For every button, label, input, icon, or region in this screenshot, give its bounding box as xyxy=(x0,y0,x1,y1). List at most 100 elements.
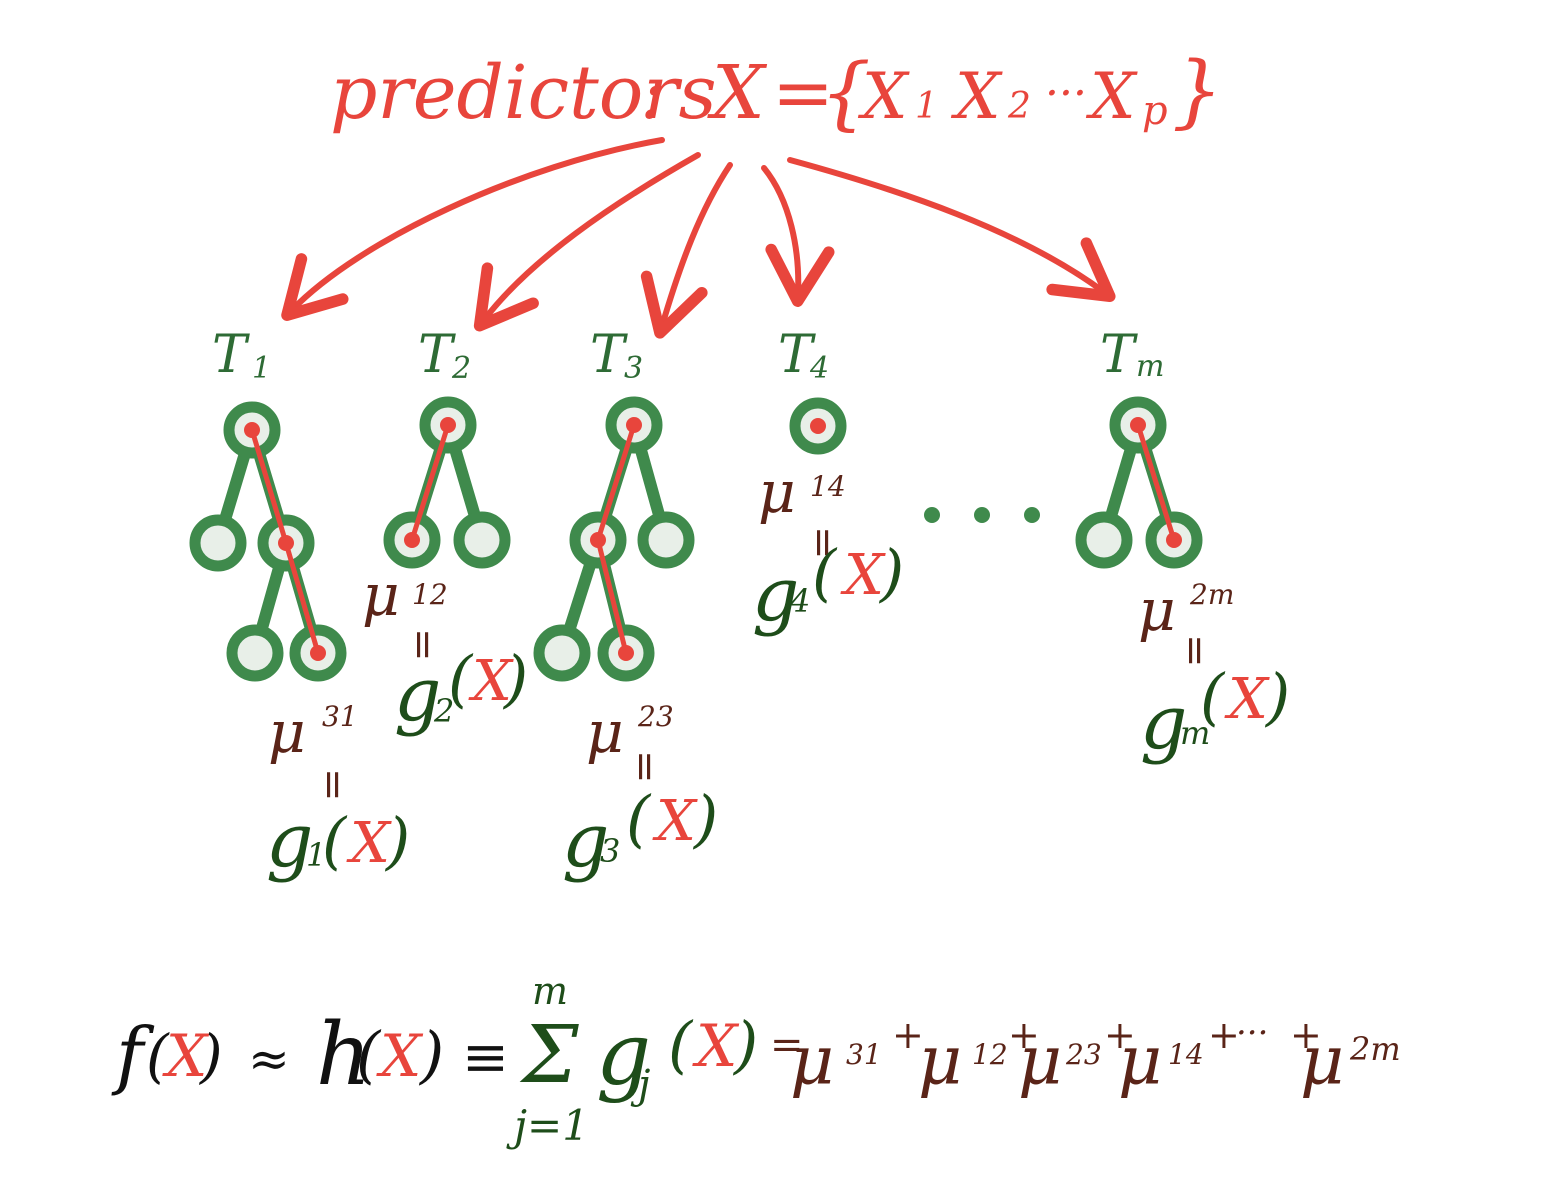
mu-symbol: μ xyxy=(1138,576,1176,644)
tree-node xyxy=(637,511,695,569)
tree-2-output: μ 12 = g 2 ( X ) xyxy=(362,561,528,738)
tree-3-sub: 3 xyxy=(624,351,643,386)
g-sub: m xyxy=(1180,714,1210,752)
mu-sub: 2m xyxy=(1189,578,1234,611)
ellipsis-dot xyxy=(974,507,990,523)
g-open-paren: ( xyxy=(322,804,348,877)
path-dot xyxy=(310,645,326,661)
tree-3-structure xyxy=(533,396,695,682)
formula-term-sub: 23 xyxy=(1065,1038,1102,1071)
tree-1-output: μ 31 = g 1 ( X ) xyxy=(266,698,410,884)
formula-term-sub: 14 xyxy=(1168,1038,1204,1071)
arrow-to-t1 xyxy=(281,137,665,321)
arrow-to-tm xyxy=(787,157,1116,303)
trees-layer xyxy=(189,396,1203,682)
path-dot xyxy=(278,535,294,551)
g-arg-x: X xyxy=(346,811,392,876)
formula-sum-lower: j=1 xyxy=(506,1101,589,1150)
g-symbol: g xyxy=(266,798,313,884)
formula-plus: + xyxy=(1208,1013,1240,1057)
path-dot xyxy=(626,417,642,433)
formula-term-mu: μ xyxy=(1018,1022,1062,1101)
ellipsis-dot xyxy=(924,507,940,523)
tree-m-structure xyxy=(1075,396,1203,569)
mu-sub: 23 xyxy=(637,700,674,733)
header-predictors: predictors : X = { X 1 X 2 ··· X p } xyxy=(330,44,1223,139)
tree-ellipsis xyxy=(924,507,1040,523)
g-close-paren: ) xyxy=(878,536,904,609)
formula-plus: + xyxy=(1290,1013,1322,1057)
path-dot xyxy=(404,532,420,548)
tree-1-label: T xyxy=(212,325,250,385)
xp-label: X xyxy=(1085,60,1138,134)
g-arg-x: X xyxy=(468,649,514,714)
decision-path xyxy=(595,422,637,543)
equals-sign: = xyxy=(622,750,668,784)
formula-sum-upper: m xyxy=(532,969,568,1013)
decision-path xyxy=(283,540,321,656)
formula-term-mu: μ xyxy=(918,1022,962,1101)
header-equals: = xyxy=(772,50,834,136)
path-dot xyxy=(618,645,634,661)
formula-term-sub: 12 xyxy=(972,1038,1008,1071)
formula-eq: = xyxy=(770,1022,804,1068)
g-close-paren: ) xyxy=(502,642,528,715)
tree-node xyxy=(453,511,511,569)
path-dot xyxy=(244,422,260,438)
tree-node xyxy=(226,624,284,682)
tree-3-label: T xyxy=(590,325,628,385)
header-colon: : xyxy=(640,50,665,136)
tree-2-structure xyxy=(383,396,511,569)
g-symbol: g xyxy=(1140,680,1187,766)
formula-term-mu: μ xyxy=(790,1022,834,1101)
formula-f-close: ) xyxy=(198,1022,223,1090)
g-close-paren: ) xyxy=(692,782,718,855)
tree-4-label: T xyxy=(778,325,816,385)
tree-node xyxy=(533,624,591,682)
equals-sign: = xyxy=(310,768,356,802)
formula-last-sub: 2m xyxy=(1349,1030,1401,1068)
g-open-paren: ( xyxy=(812,536,838,609)
g-open-paren: ( xyxy=(626,782,652,855)
decision-path xyxy=(1135,422,1177,543)
formula-h: h xyxy=(316,1005,371,1105)
tree-labels: T 1 T 2 T 3 T 4 T m xyxy=(212,325,1164,386)
tree-2-sub: 2 xyxy=(451,351,471,386)
arrows xyxy=(281,137,1116,339)
decision-path xyxy=(595,537,629,656)
x2-sub: 2 xyxy=(1007,86,1031,127)
tree-4-sub: 4 xyxy=(809,351,829,386)
g-close-paren: ) xyxy=(1264,660,1290,733)
tree-m-sub: m xyxy=(1136,349,1164,384)
tree-1-structure xyxy=(189,401,347,682)
mu-symbol: μ xyxy=(758,458,796,526)
equals-sign: = xyxy=(800,526,846,560)
path-dot xyxy=(1166,532,1182,548)
path-dot xyxy=(440,417,456,433)
mu-symbol: μ xyxy=(586,698,624,766)
formula-f-x: X xyxy=(162,1022,210,1090)
path-dot xyxy=(810,418,826,434)
formula-g: g xyxy=(596,1005,651,1105)
tree-node xyxy=(1075,511,1133,569)
predictors-label: predictors xyxy=(330,50,717,136)
tree-m-label: T xyxy=(1100,325,1138,385)
formula-h-open: ( xyxy=(356,1018,382,1091)
x1-sub: 1 xyxy=(915,86,938,127)
formula-sum: Σ xyxy=(519,1008,579,1101)
g-arg-x: X xyxy=(652,789,698,854)
path-dot xyxy=(1130,417,1146,433)
close-brace: } xyxy=(1172,44,1223,137)
tree-4-output: μ 14 = g 4 ( X ) xyxy=(752,458,904,638)
formula-last-mu: μ xyxy=(1300,1022,1344,1101)
g-open-paren: ( xyxy=(1200,660,1226,733)
tree-node xyxy=(189,514,247,572)
formula-f-open: ( xyxy=(146,1022,170,1090)
formula-dots: ··· xyxy=(1236,1013,1268,1053)
formula-plus: + xyxy=(1104,1013,1136,1057)
equals-sign: = xyxy=(400,628,446,662)
g-symbol: g xyxy=(562,798,609,884)
formula-equiv: ≡ xyxy=(462,1025,509,1090)
g-arg-x: X xyxy=(1224,667,1270,732)
